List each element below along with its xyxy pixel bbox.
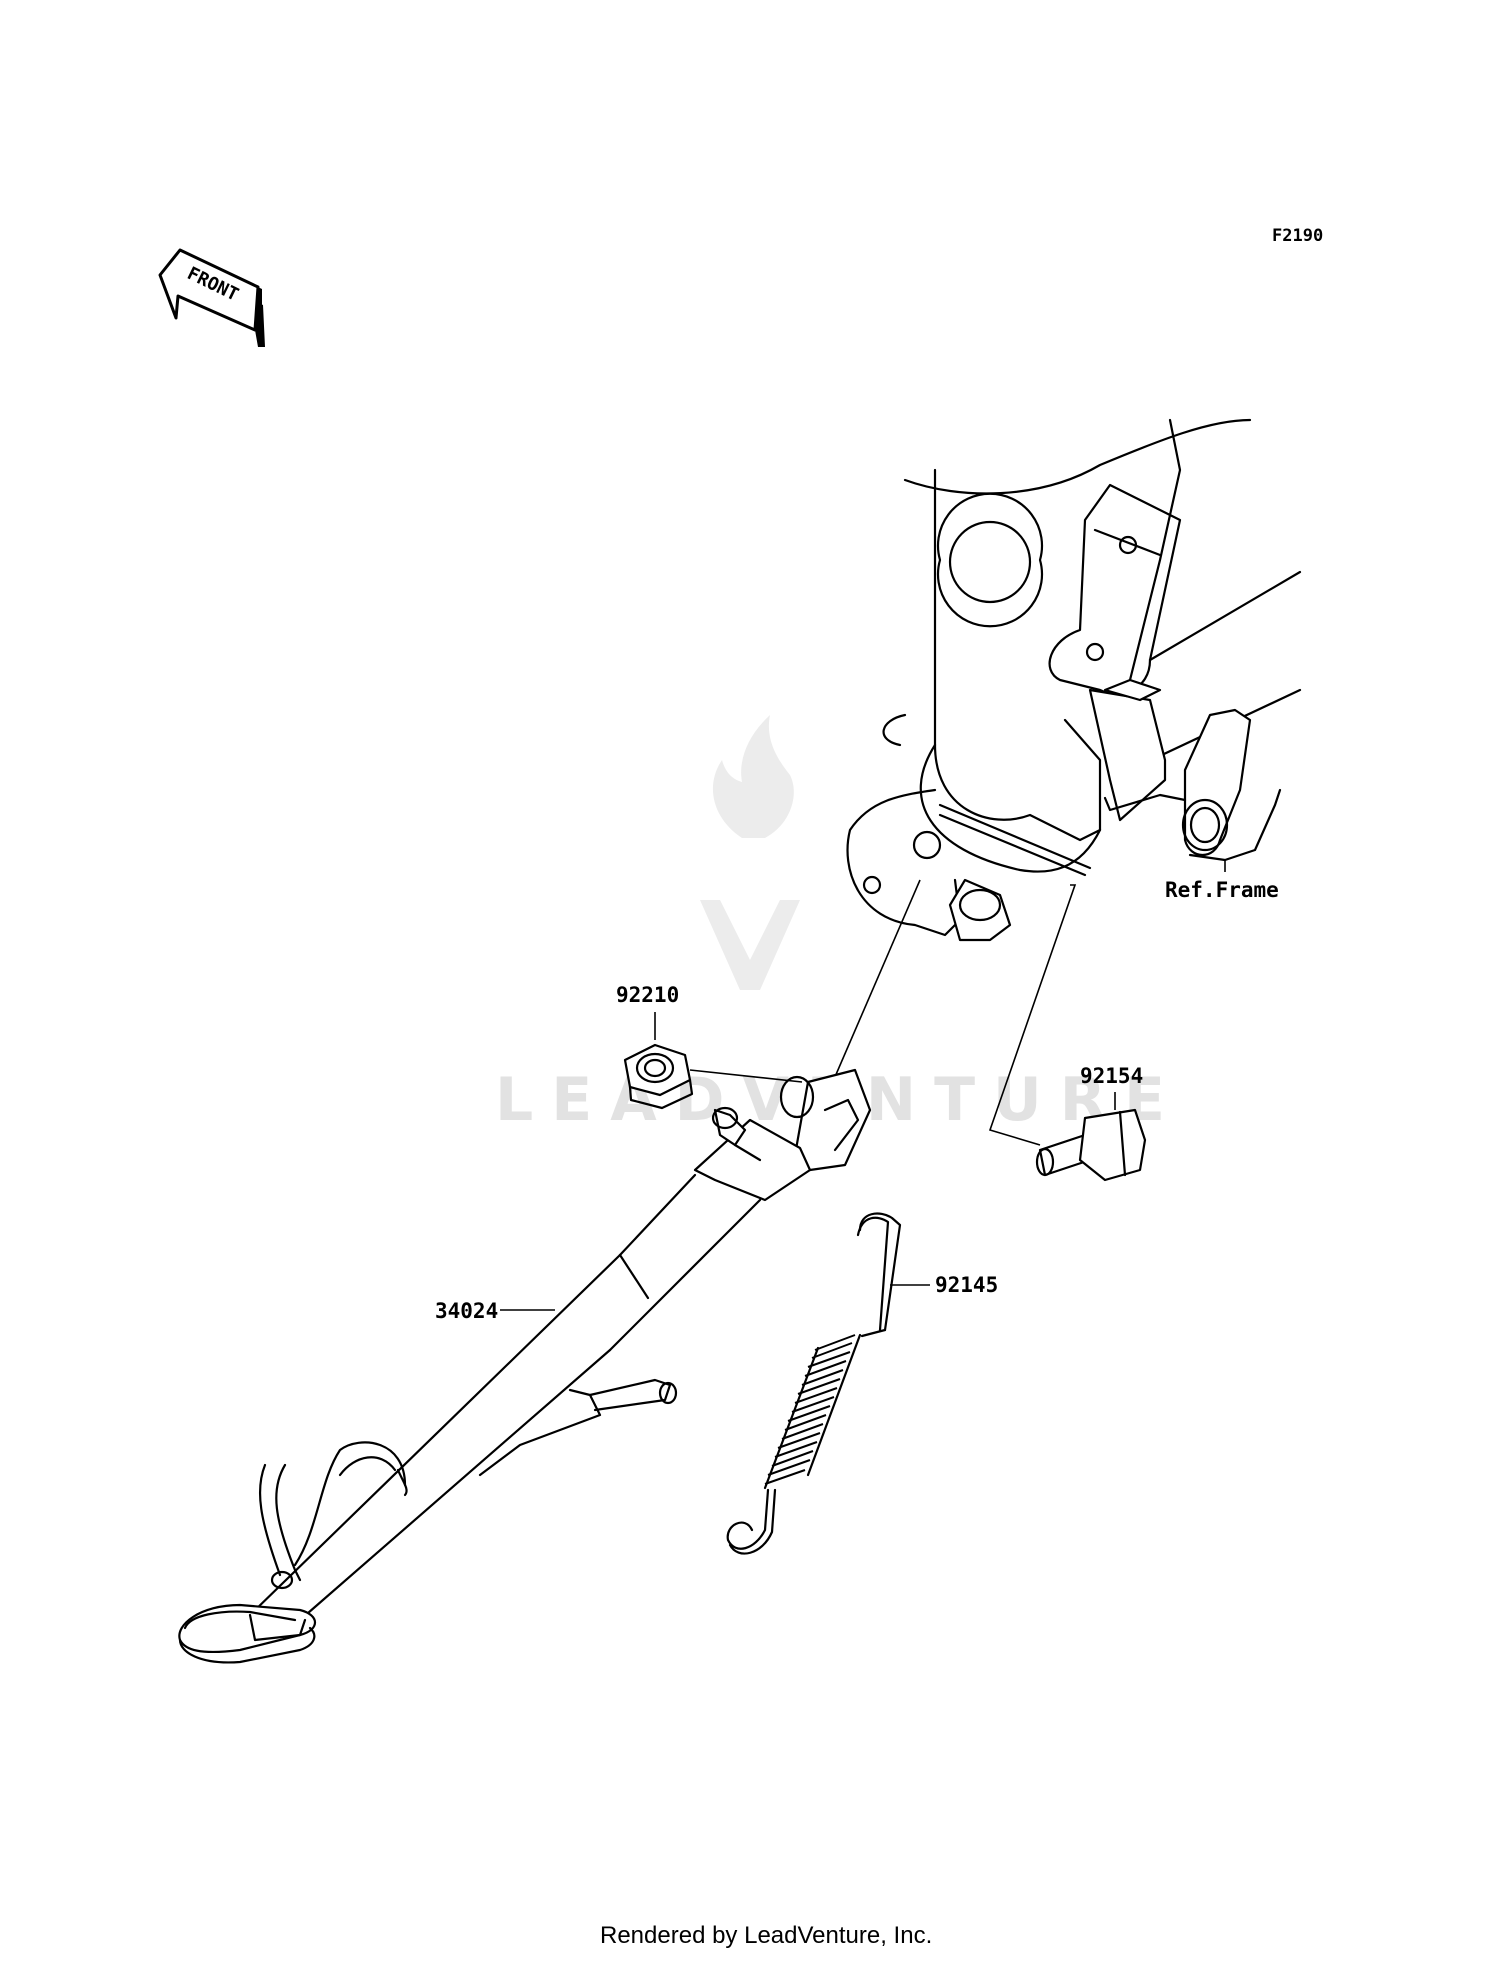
footer-credit: Rendered by LeadVenture, Inc. [600,1922,932,1949]
part-92154-bolt [1035,1108,1147,1182]
ref-frame-label: Ref.Frame [1165,878,1279,902]
part-34024-side-stand [178,1068,872,1664]
front-arrow-icon: FRONT [158,248,265,347]
frame [846,418,1302,942]
label-92154: 92154 [1080,1064,1143,1088]
label-92210: 92210 [616,983,679,1007]
diagram-code: F2190 [1272,226,1323,246]
label-34024: 34024 [435,1299,498,1323]
label-92145: 92145 [935,1273,998,1297]
part-92210-nut [623,1043,694,1110]
part-92145-spring [726,1212,902,1555]
